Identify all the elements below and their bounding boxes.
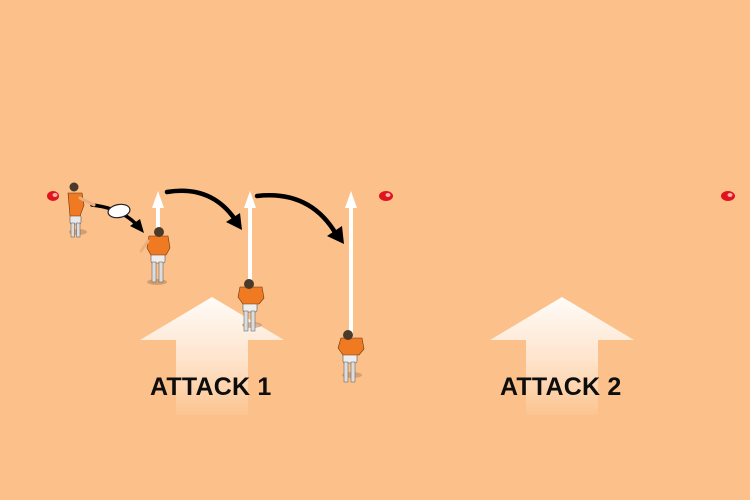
player-receiver-2 [237, 279, 265, 332]
run-line-arrow [244, 191, 256, 288]
attack-1-label: ATTACK 1 [150, 373, 272, 401]
pass-arrow [164, 188, 242, 230]
run-line-arrow [152, 191, 164, 232]
player-receiver-1 [139, 227, 171, 285]
player-passer [67, 182, 96, 238]
attack-2-label: ATTACK 2 [500, 373, 622, 401]
run-line-arrow [345, 191, 357, 338]
cone-icon [47, 191, 59, 201]
cone-icon [379, 191, 393, 201]
attack-2-arrow [490, 297, 634, 415]
player-receiver-3 [337, 330, 365, 383]
ball-icon [107, 203, 131, 219]
cone-icon [721, 191, 735, 201]
pass-arrow [254, 193, 344, 244]
